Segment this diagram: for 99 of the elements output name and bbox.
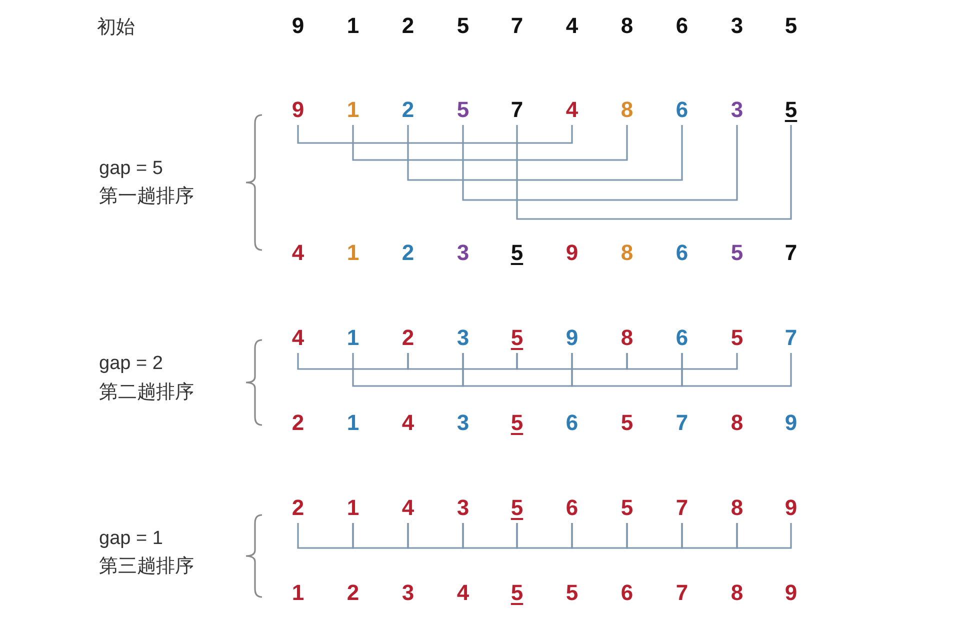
connector-line (407, 353, 518, 370)
number: 5 (615, 495, 639, 521)
connector-line (516, 125, 792, 220)
number: 3 (451, 240, 475, 266)
row-label: 初始 (97, 16, 135, 40)
number: 4 (286, 240, 310, 266)
number: 8 (615, 97, 639, 123)
number: 6 (560, 410, 584, 436)
number: 5 (505, 495, 529, 521)
number: 5 (779, 13, 803, 39)
number: 1 (286, 580, 310, 606)
number: 9 (286, 13, 310, 39)
number: 6 (670, 13, 694, 39)
number: 7 (505, 97, 529, 123)
number: 4 (286, 325, 310, 351)
number: 4 (396, 410, 420, 436)
number: 5 (505, 240, 529, 266)
number: 1 (341, 325, 365, 351)
number: 4 (396, 495, 420, 521)
number: 9 (286, 97, 310, 123)
number: 5 (451, 13, 475, 39)
connector-line (462, 353, 573, 387)
connector-line (516, 353, 628, 370)
number: 2 (396, 97, 420, 123)
number: 9 (779, 410, 803, 436)
pass-label: 第一趟排序 (99, 185, 194, 209)
connector-line (571, 523, 628, 549)
number: 7 (505, 13, 529, 39)
number: 1 (341, 13, 365, 39)
number: 5 (725, 325, 749, 351)
number: 8 (615, 13, 639, 39)
number: 6 (670, 97, 694, 123)
connector-line (352, 353, 464, 387)
number: 1 (341, 410, 365, 436)
number: 8 (615, 240, 639, 266)
number: 7 (779, 325, 803, 351)
connector-line (297, 125, 573, 144)
connector-line (571, 353, 683, 387)
number: 4 (560, 97, 584, 123)
connector-line (352, 125, 628, 161)
connector-line (736, 523, 792, 549)
number: 3 (725, 13, 749, 39)
connector-line (681, 523, 738, 549)
number: 8 (725, 495, 749, 521)
number: 8 (725, 580, 749, 606)
number: 9 (560, 240, 584, 266)
number: 3 (451, 495, 475, 521)
number: 1 (341, 495, 365, 521)
number: 6 (560, 495, 584, 521)
connector-line (297, 353, 409, 370)
pass-label: 第三趟排序 (99, 555, 194, 579)
number: 2 (396, 325, 420, 351)
number: 4 (451, 580, 475, 606)
number: 9 (779, 495, 803, 521)
number: 5 (505, 410, 529, 436)
number: 9 (779, 580, 803, 606)
number: 6 (670, 325, 694, 351)
connector-line (407, 523, 464, 549)
connector-line (626, 353, 738, 370)
number: 3 (396, 580, 420, 606)
connector-line (297, 523, 354, 549)
connector-line (462, 125, 738, 201)
gap-label: gap = 5 (99, 158, 163, 180)
number: 7 (670, 410, 694, 436)
number: 2 (286, 495, 310, 521)
connector-line (681, 353, 792, 387)
number: 8 (615, 325, 639, 351)
number: 4 (560, 13, 584, 39)
number: 5 (505, 580, 529, 606)
number: 7 (670, 580, 694, 606)
number: 7 (779, 240, 803, 266)
number: 5 (560, 580, 584, 606)
connector-line (352, 523, 409, 549)
number: 3 (451, 325, 475, 351)
number: 8 (725, 410, 749, 436)
number: 2 (341, 580, 365, 606)
gap-label: gap = 2 (99, 353, 163, 375)
number: 5 (451, 97, 475, 123)
connector-line (462, 523, 518, 549)
connector-line (626, 523, 683, 549)
number: 5 (505, 325, 529, 351)
number: 3 (451, 410, 475, 436)
gap-label: gap = 1 (99, 528, 163, 550)
number: 6 (615, 580, 639, 606)
connector-line (407, 125, 683, 181)
number: 5 (725, 240, 749, 266)
number: 2 (396, 13, 420, 39)
number: 1 (341, 97, 365, 123)
number: 2 (396, 240, 420, 266)
pass-label: 第二趟排序 (99, 381, 194, 405)
number: 2 (286, 410, 310, 436)
number: 1 (341, 240, 365, 266)
number: 9 (560, 325, 584, 351)
number: 3 (725, 97, 749, 123)
number: 7 (670, 495, 694, 521)
connector-line (516, 523, 573, 549)
number: 5 (779, 97, 803, 123)
number: 6 (670, 240, 694, 266)
number: 5 (615, 410, 639, 436)
